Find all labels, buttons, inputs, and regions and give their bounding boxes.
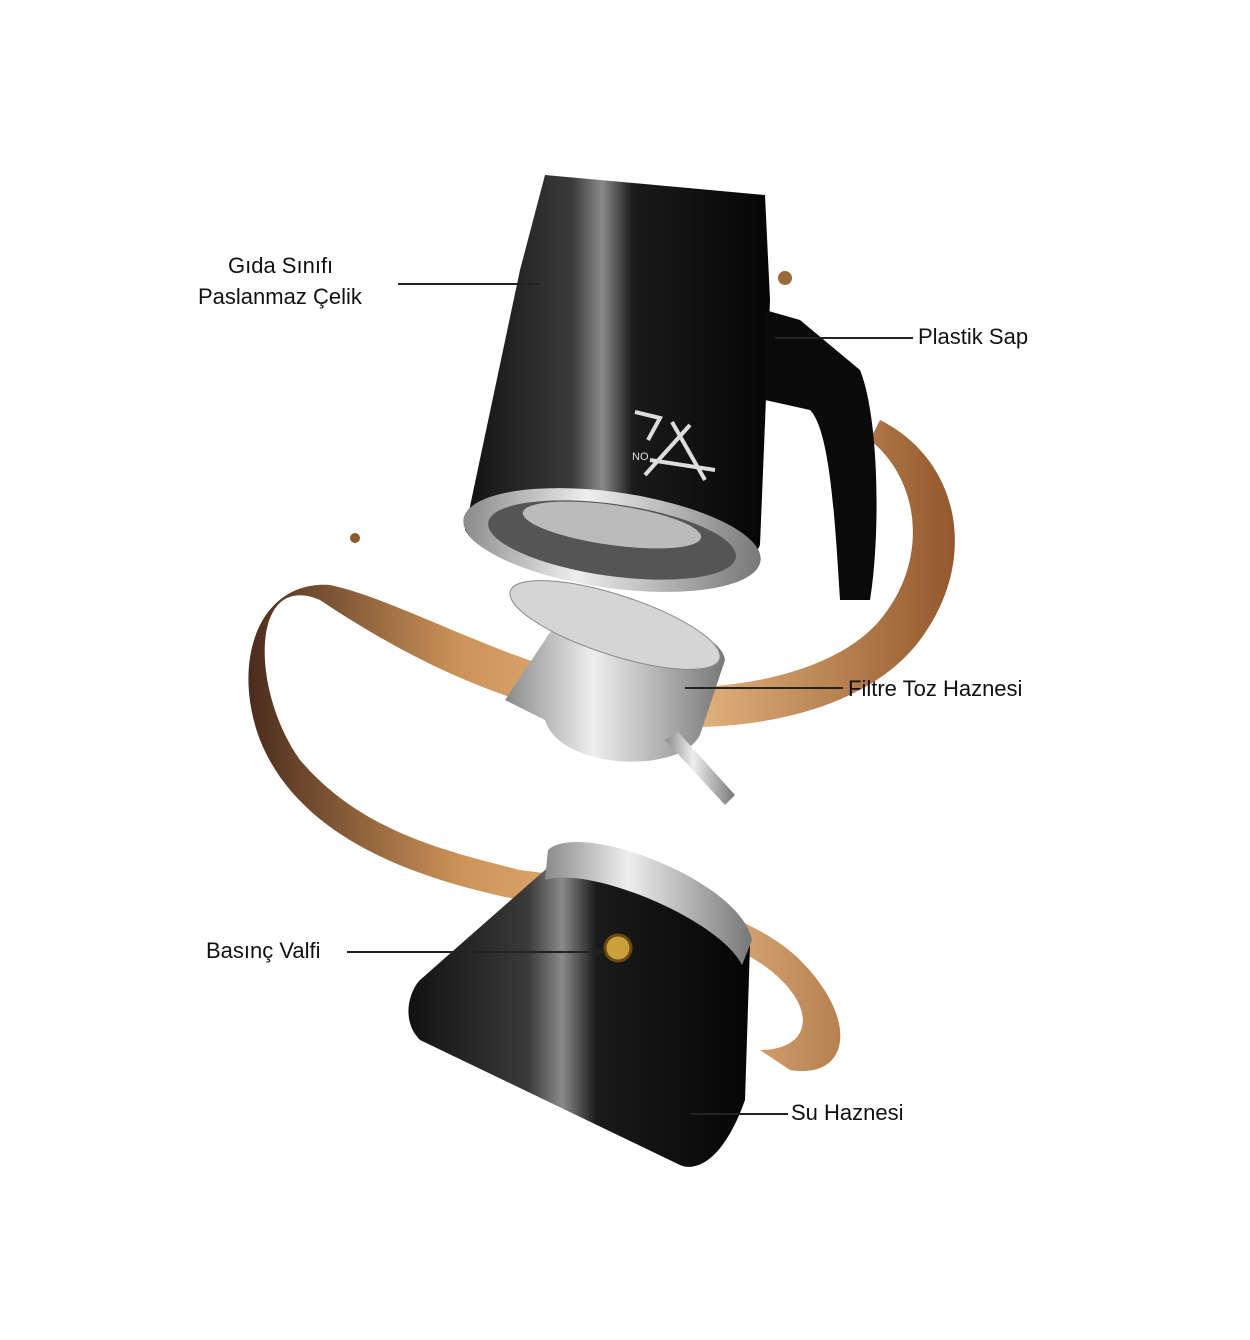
label-filter: Filtre Toz Haznesi xyxy=(848,676,1023,701)
leader-line-valve xyxy=(347,951,605,953)
plastic-handle xyxy=(765,310,877,600)
leader-line-material xyxy=(398,283,540,285)
brand-logo: NO xyxy=(632,410,716,481)
leader-line-water xyxy=(690,1113,788,1115)
label-handle: Plastik Sap xyxy=(918,324,1029,349)
upper-chamber xyxy=(465,175,770,582)
lower-chamber xyxy=(408,856,750,1167)
pressure-valve xyxy=(603,933,633,963)
label-material-line2: Paslanmaz Çelik xyxy=(198,284,362,309)
leader-line-handle xyxy=(775,337,913,339)
label-water: Su Haznesi xyxy=(791,1100,904,1125)
label-material-line1: Gıda Sınıfı xyxy=(228,253,334,278)
leader-line-filter xyxy=(685,687,843,689)
logo-text: NO xyxy=(632,451,649,463)
label-valve: Basınç Valfi xyxy=(206,938,321,963)
